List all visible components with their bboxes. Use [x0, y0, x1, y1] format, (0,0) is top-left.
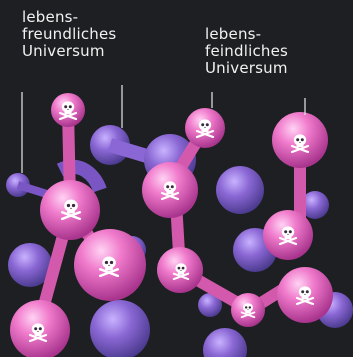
friendly-label-line-3: Universum — [22, 43, 116, 60]
friendly-label-line-2: freundliches — [22, 26, 116, 43]
hostile-universe-label: lebens- feindliches Universum — [205, 26, 288, 77]
hostile-label-line-3: Universum — [205, 60, 288, 77]
hostile-label-line-1: lebens- — [205, 26, 288, 43]
friendly-label-line-1: lebens- — [22, 9, 116, 26]
hostile-label-line-2: feindliches — [205, 43, 288, 60]
hostile-bubbles — [10, 93, 333, 357]
friendly-universe-label: lebens- freundliches Universum — [22, 9, 116, 60]
